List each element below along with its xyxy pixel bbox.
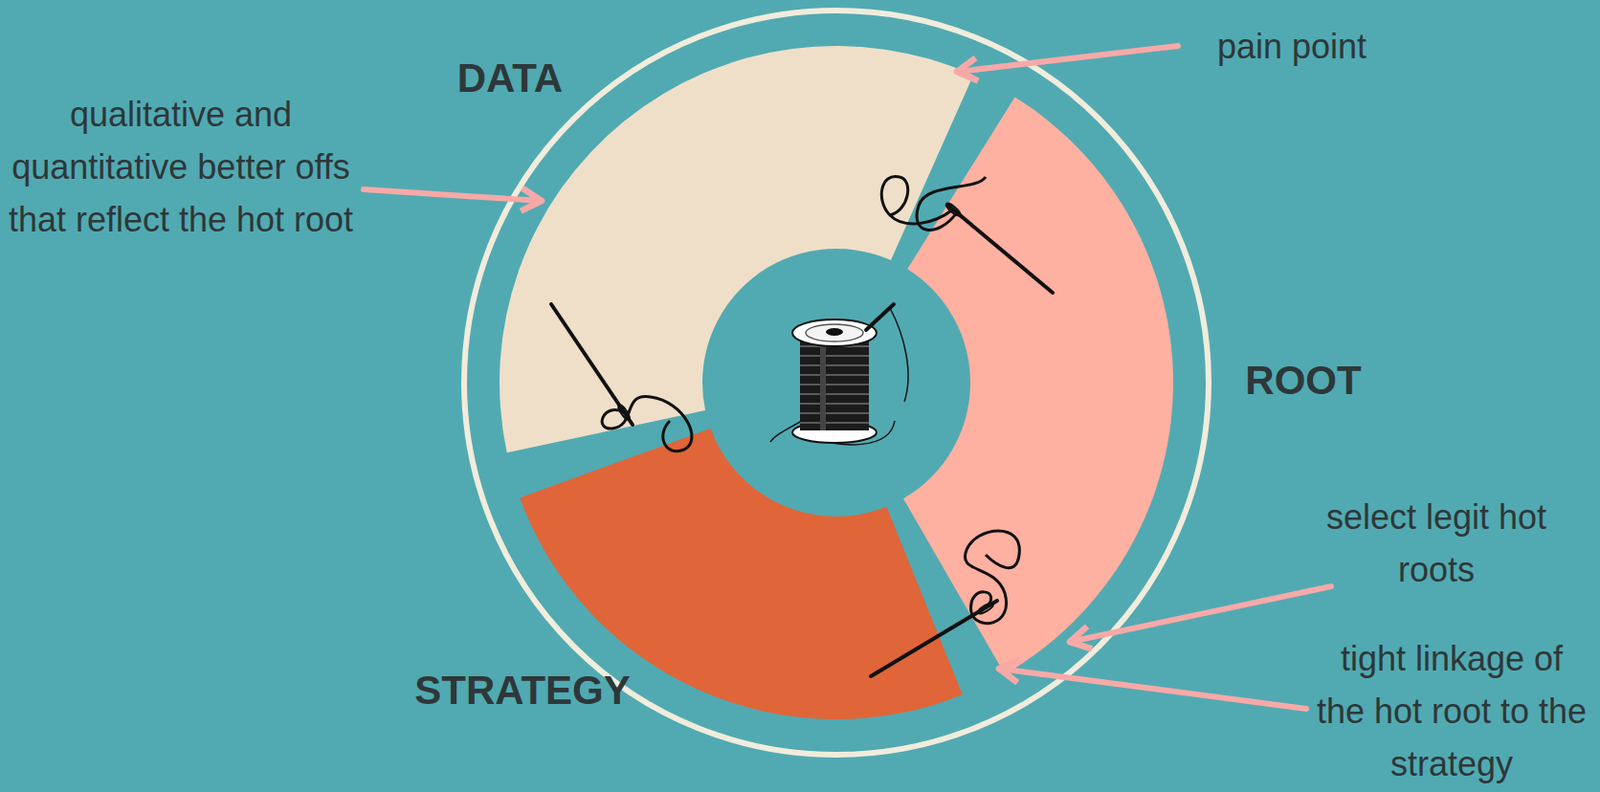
segment-heading: DATA	[457, 55, 563, 102]
needle-bottom	[870, 531, 1020, 677]
segment-heading: STRATEGY	[414, 667, 631, 714]
callout-text: tight linkage of the hot root to the str…	[1312, 632, 1591, 791]
leader-arrow	[956, 45, 1178, 72]
leader-arrows	[363, 45, 1332, 710]
leader-arrow	[999, 668, 1307, 710]
needle-top	[881, 176, 1053, 293]
callout-text: qualitative and quantitative better offs…	[0, 88, 362, 246]
callout-text: select legit hot roots	[1292, 490, 1580, 597]
ring-segment	[499, 45, 974, 453]
segment-shape	[499, 45, 1174, 720]
thread-spool	[770, 304, 909, 445]
segment-heading: ROOT	[1244, 357, 1361, 404]
ring-segment	[903, 96, 1174, 674]
leader-arrow	[363, 189, 542, 201]
outer-ring	[464, 10, 1209, 756]
leader-arrow	[1069, 586, 1332, 643]
strategy-segment: STRATEGY	[499, 45, 1174, 720]
needle-left	[551, 304, 692, 452]
callout-text: pain point	[1196, 20, 1388, 73]
